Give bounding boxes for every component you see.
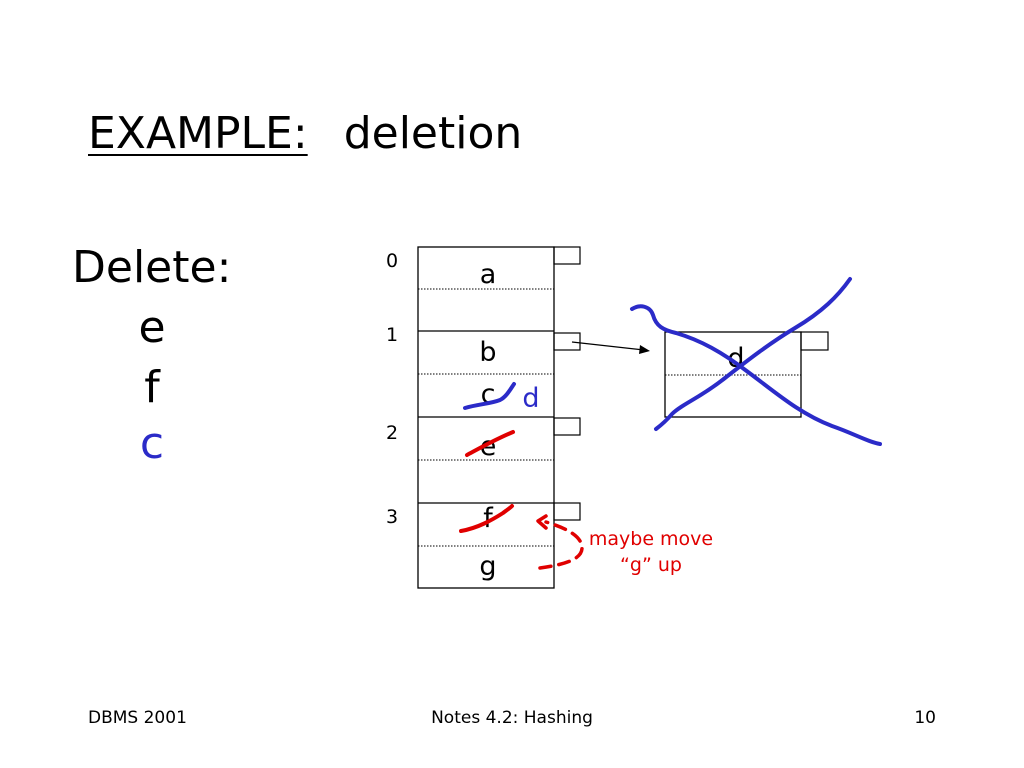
bucket-number-2: 2 bbox=[386, 422, 399, 444]
overflow-pointer-box bbox=[553, 417, 581, 436]
note-line-1: maybe move bbox=[588, 528, 714, 550]
overflow-pointer-box bbox=[800, 331, 829, 351]
delete-item-c: c bbox=[139, 418, 165, 469]
moved-d-annotation: d bbox=[522, 383, 540, 414]
bucket-number-3: 3 bbox=[386, 506, 399, 528]
title-text: deletion bbox=[343, 108, 523, 159]
bucket-number-0: 0 bbox=[386, 250, 399, 272]
red-strikeout-f bbox=[459, 504, 514, 533]
pointer-arrowhead bbox=[639, 345, 650, 354]
blue-strikeout-c bbox=[463, 382, 516, 410]
delete-label: Delete: bbox=[72, 242, 232, 293]
overflow-pointer-box bbox=[553, 502, 581, 521]
pointer-arrow-line bbox=[571, 341, 645, 351]
slide-title: EXAMPLE: deletion bbox=[88, 104, 522, 164]
note-line-2: “g” up bbox=[620, 554, 682, 576]
footer-left: DBMS 2001 bbox=[88, 708, 187, 728]
slot-text: e bbox=[479, 431, 497, 462]
blue-cross-stroke-1 bbox=[630, 304, 882, 446]
delete-item-f: f bbox=[144, 362, 160, 413]
maybe-move-note: maybe move “g” up bbox=[578, 526, 724, 578]
red-strikeout-e bbox=[465, 430, 515, 457]
delete-item-e: e bbox=[138, 302, 166, 353]
move-g-up-arrow bbox=[538, 520, 584, 570]
bucket-number-1: 1 bbox=[386, 324, 399, 346]
footer-center: Notes 4.2: Hashing bbox=[431, 708, 593, 728]
slot-text: g bbox=[479, 551, 497, 582]
overflow-pointer-box bbox=[553, 246, 581, 265]
slot-text: f bbox=[483, 503, 493, 534]
blue-cross-stroke-2 bbox=[654, 277, 852, 431]
move-g-up-arrowhead bbox=[536, 514, 548, 530]
slot-text: a bbox=[479, 259, 497, 290]
slot-text: b bbox=[479, 337, 497, 368]
footer-page-number: 10 bbox=[914, 708, 936, 728]
overflow-pointer-box bbox=[553, 332, 581, 351]
title-keyword: EXAMPLE: bbox=[88, 108, 308, 159]
